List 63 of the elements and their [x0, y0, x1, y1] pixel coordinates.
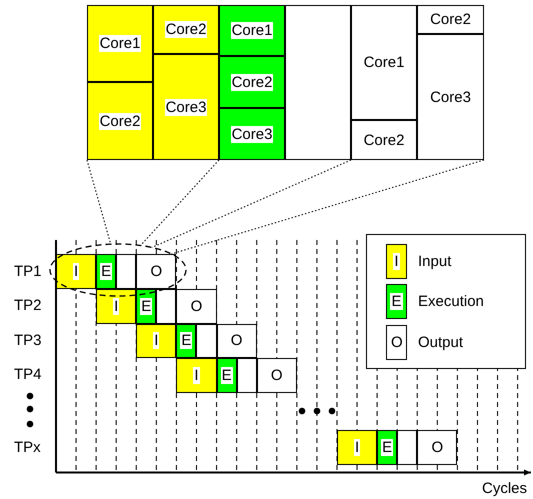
legend-label: Input: [418, 253, 452, 270]
row-label: TPx: [14, 439, 41, 456]
core-label: Core2: [230, 74, 274, 90]
input-stage-box: [96, 289, 136, 324]
row-label: TP4: [14, 366, 42, 383]
input-stage-box: [136, 324, 176, 358]
core-box: [153, 54, 219, 160]
legend-letter: I: [393, 253, 400, 270]
execution-stage-box: [377, 430, 398, 464]
input-stage-box: [176, 358, 217, 392]
stage-letter: I: [354, 438, 360, 456]
legend-label: Output: [418, 334, 464, 351]
core-label: Core2: [98, 112, 142, 130]
stage-letter: I: [72, 263, 80, 280]
stage-letter: E: [140, 298, 152, 315]
core-box: [87, 5, 153, 82]
core-box: [417, 34, 484, 160]
row-label: TP2: [14, 297, 42, 314]
execution-stage-box: [176, 324, 196, 358]
zoom-line: [140, 160, 220, 246]
row-label: TP1: [14, 263, 42, 280]
idle-slot: [156, 289, 176, 324]
core-label: Core2: [362, 132, 406, 148]
core-label: Core3: [164, 98, 208, 116]
axis-title: Cycles: [482, 480, 528, 497]
idle-slot: [236, 358, 257, 392]
core-label: Core3: [429, 88, 472, 106]
idle-slot: [397, 430, 418, 464]
stage-letter: I: [193, 366, 200, 384]
core-box: [351, 5, 417, 120]
core-box: [87, 82, 153, 160]
core-label: Core3: [230, 126, 274, 142]
core-box: [219, 56, 285, 108]
zoom-ellipse: [49, 243, 187, 297]
core-box: [351, 120, 417, 160]
core-label: Core1: [98, 35, 142, 52]
stage-letter: E: [381, 438, 394, 456]
stage-letter: E: [180, 332, 192, 350]
row-label: TP3: [14, 332, 42, 349]
zoom-line: [170, 160, 484, 254]
stage-letter: I: [113, 298, 120, 315]
stage-letter: I: [153, 332, 160, 350]
core-box: [153, 5, 219, 54]
zoom-line: [151, 160, 352, 248]
input-stage-box: [336, 430, 378, 464]
core-box: [219, 5, 285, 56]
core-box: [219, 108, 285, 160]
idle-slot: [196, 324, 217, 358]
core-label: Core2: [164, 21, 208, 38]
zoom-line: [86, 160, 112, 245]
output-stage-box: [216, 324, 257, 358]
stage-letter: E: [220, 366, 233, 384]
stage-letter: E: [100, 263, 112, 280]
output-stage-box: [417, 430, 458, 464]
output-stage-box: [256, 358, 297, 392]
execution-stage-box: [136, 289, 156, 324]
core-box: [417, 5, 484, 34]
empty-column: [285, 5, 351, 160]
output-stage-box: [176, 289, 217, 324]
execution-stage-box: [216, 358, 237, 392]
legend-label: Execution: [418, 293, 484, 310]
core-label: Core1: [230, 22, 274, 39]
legend-letter: E: [390, 293, 402, 310]
